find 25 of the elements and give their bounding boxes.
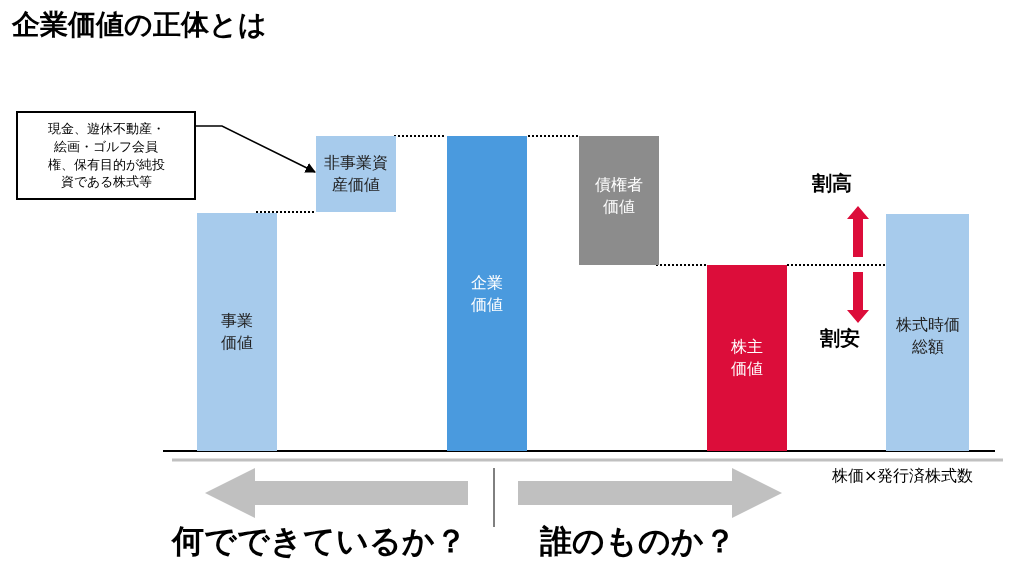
value-bar <box>707 265 787 451</box>
bar-label: 非事業資産価値 <box>324 152 388 196</box>
dotted-guide-line <box>527 135 579 137</box>
text-label: 株価×発行済株式数 <box>832 466 974 487</box>
bar-label: 株主価値 <box>731 336 763 380</box>
dotted-guide-line <box>255 211 316 213</box>
bar-label: 株式時価総額 <box>895 314 960 358</box>
bar-label: 債権者価値 <box>595 174 643 218</box>
callout-box <box>16 111 196 200</box>
value-bar <box>886 214 969 451</box>
dotted-guide-line <box>786 264 886 266</box>
bar-label: 事業価値 <box>221 310 253 354</box>
bar-label: 現金、遊休不動産・絵画・ゴルフ会員権、保有目的が純投資である株式等 <box>46 120 166 191</box>
text-label: 何でできているか？ <box>172 521 467 562</box>
leader-line <box>195 125 316 173</box>
text-label: 誰のものか？ <box>540 521 736 562</box>
dotted-guide-line <box>393 135 447 137</box>
value-bar <box>579 136 659 265</box>
value-bar <box>197 213 277 451</box>
text-label: 割安 <box>820 325 860 352</box>
text-label: 割高 <box>812 170 852 197</box>
title: 企業価値の正体とは <box>12 7 267 43</box>
value-bar <box>447 136 527 451</box>
value-bar <box>316 136 396 212</box>
bar-label: 企業価値 <box>471 271 503 316</box>
